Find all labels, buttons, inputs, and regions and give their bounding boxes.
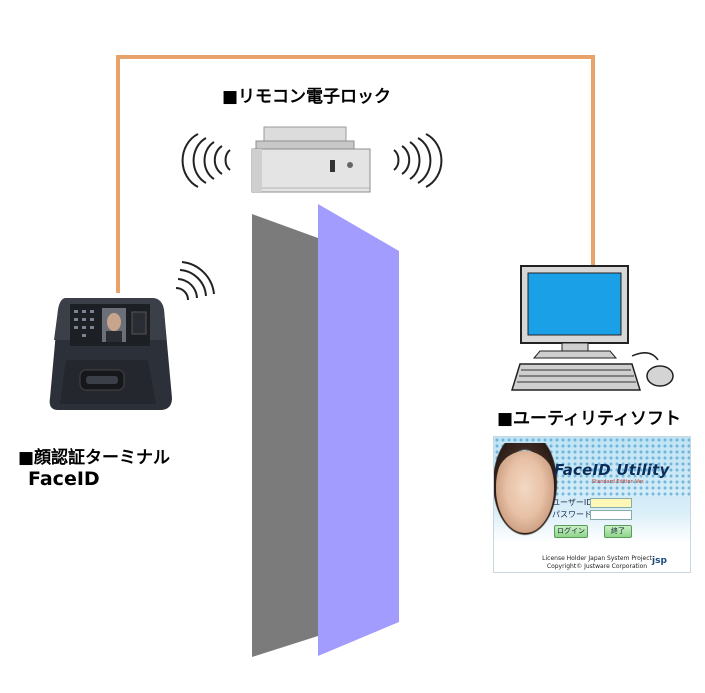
label-utility-software: ■ユーティリティソフト bbox=[497, 409, 682, 429]
license-line-2: Copyright© Justware Corporation bbox=[546, 563, 648, 570]
face-id-terminal bbox=[49, 298, 172, 410]
software-splash-screen: FaceID Utility Standard Edition Ver. ユーザ… bbox=[493, 436, 691, 573]
password-label: パスワード: bbox=[552, 510, 595, 519]
jsp-logo: jsp bbox=[652, 556, 667, 566]
password-field[interactable] bbox=[590, 510, 632, 520]
connection-wire bbox=[116, 55, 595, 293]
portrait-face bbox=[496, 451, 554, 533]
computer bbox=[510, 265, 674, 391]
software-subtitle: Standard Edition Ver. bbox=[592, 479, 645, 485]
user-id-label: ユーザーID: bbox=[552, 498, 596, 507]
label-face-terminal: ■顔認証ターミナル bbox=[18, 448, 171, 468]
exit-button[interactable]: 終了 bbox=[604, 525, 632, 538]
wireless-waves-terminal bbox=[175, 261, 215, 301]
wireless-waves-lock-right bbox=[393, 133, 443, 188]
license-text: License Holder Japan System Project Copy… bbox=[532, 555, 662, 571]
wireless-waves-lock-left bbox=[181, 133, 231, 188]
label-remote-lock: ■リモコン電子ロック bbox=[222, 87, 392, 107]
software-title: FaceID Utility bbox=[554, 461, 670, 479]
user-id-field[interactable] bbox=[590, 498, 632, 508]
door-panel-purple bbox=[318, 204, 399, 656]
license-line-1: License Holder Japan System Project bbox=[542, 555, 652, 562]
label-faceid: FaceID bbox=[28, 468, 100, 490]
door-panel-gray bbox=[252, 214, 318, 657]
electronic-lock bbox=[251, 126, 371, 193]
login-button[interactable]: ログイン bbox=[554, 525, 588, 538]
